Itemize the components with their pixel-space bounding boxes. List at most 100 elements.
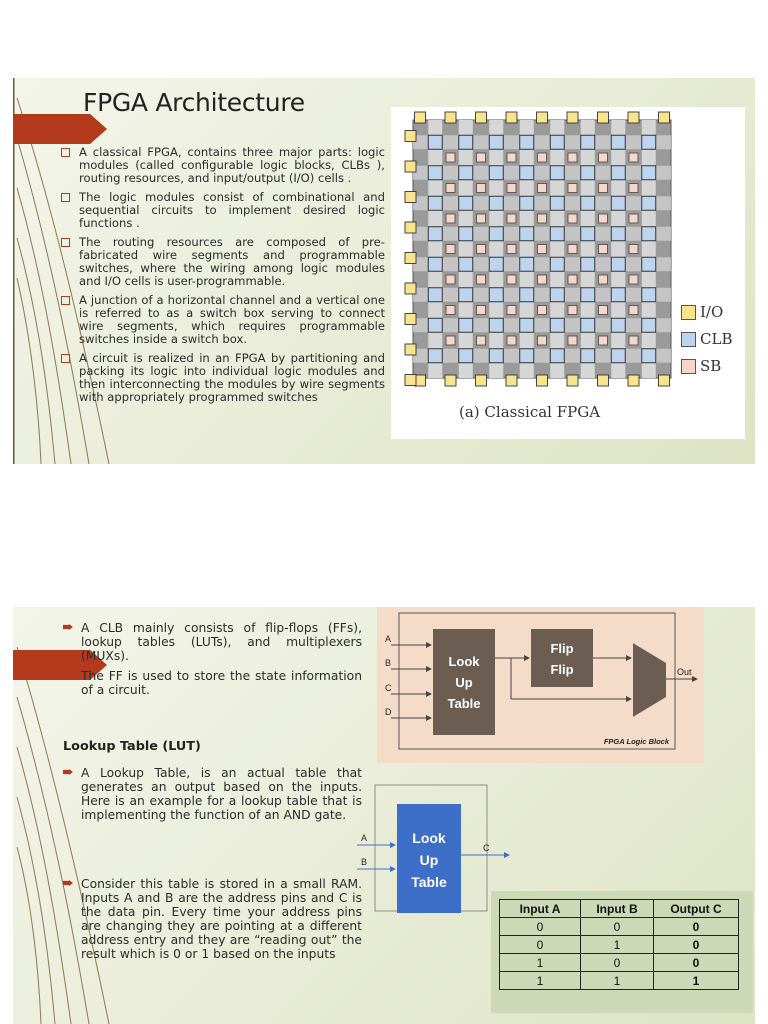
arrow-bullet-icon bbox=[63, 672, 73, 678]
table-cell: 0 bbox=[499, 917, 581, 936]
clb-block bbox=[580, 256, 596, 272]
clb-block bbox=[519, 256, 535, 272]
clb-block bbox=[610, 134, 626, 150]
legend-sb-label: SB bbox=[700, 357, 722, 375]
switch-box bbox=[506, 305, 517, 315]
input-label-a: A bbox=[385, 634, 391, 644]
switch-box bbox=[476, 183, 486, 193]
clb-block bbox=[641, 348, 657, 364]
switch-box bbox=[537, 305, 547, 315]
clb-block bbox=[549, 317, 565, 333]
switch-box bbox=[476, 152, 486, 163]
decorative-swirl-lines bbox=[16, 646, 110, 1024]
clb-block bbox=[610, 226, 626, 242]
switch-box bbox=[567, 335, 578, 346]
io-cell bbox=[404, 252, 417, 264]
list-item: The FF is used to store the state inform… bbox=[62, 669, 362, 697]
io-cell bbox=[658, 111, 670, 124]
clb-block bbox=[641, 134, 657, 150]
switch-box bbox=[598, 274, 608, 285]
square-bullet-icon bbox=[61, 296, 70, 305]
switch-box bbox=[628, 213, 639, 224]
clb-block bbox=[549, 134, 565, 150]
switch-box bbox=[445, 152, 456, 163]
list-item: A Lookup Table, is an actual table that … bbox=[62, 766, 362, 822]
lut-and-gate-diagram: A B Look Up Table C bbox=[357, 784, 510, 913]
table-row: 0 1 0 bbox=[499, 935, 739, 954]
clb-block bbox=[549, 226, 565, 242]
clb-swatch bbox=[681, 332, 696, 347]
clb-block bbox=[458, 256, 474, 272]
and-gate-truth-table: Input A Input B Output C 0 0 0 0 1 0 1 bbox=[499, 899, 739, 990]
horizontal-routing-channel bbox=[413, 226, 671, 241]
clb-block bbox=[610, 317, 626, 333]
horizontal-routing-channel bbox=[413, 348, 671, 363]
switch-box bbox=[445, 213, 456, 224]
switch-box bbox=[598, 335, 608, 346]
switch-box bbox=[567, 274, 578, 285]
legend-io-label: I/O bbox=[700, 303, 724, 321]
decorative-swirl-lines bbox=[13, 78, 110, 464]
slide-fpga-architecture: FPGA Architecture A classical FPGA, cont… bbox=[13, 78, 755, 464]
clb-block bbox=[519, 134, 535, 150]
table-row: 1 1 1 bbox=[499, 971, 739, 990]
clb-block bbox=[519, 287, 535, 303]
clb-block bbox=[610, 195, 626, 211]
io-cell bbox=[597, 111, 609, 124]
horizontal-routing-channel bbox=[413, 165, 671, 180]
switch-box bbox=[598, 152, 608, 163]
logic-block-inputs: A B C D bbox=[385, 634, 432, 721]
clb-block bbox=[549, 287, 565, 303]
clb-block bbox=[458, 348, 474, 364]
table-cell: 1 bbox=[580, 935, 654, 954]
horizontal-routing-channel bbox=[413, 196, 671, 211]
switch-box bbox=[506, 335, 517, 346]
vertical-routing-channel bbox=[550, 120, 565, 378]
input-label-c: C bbox=[385, 683, 392, 693]
io-cell bbox=[404, 374, 417, 386]
clb-block bbox=[610, 287, 626, 303]
switch-box bbox=[628, 305, 639, 315]
arrow-bullet-icon bbox=[63, 769, 73, 775]
io-cell bbox=[404, 191, 417, 203]
switch-box bbox=[628, 244, 639, 254]
table-header-row: Input A Input B Output C bbox=[499, 899, 739, 918]
square-bullet-icon bbox=[61, 148, 70, 157]
clb-block bbox=[519, 195, 535, 211]
lut-block bbox=[397, 804, 461, 913]
clb-block bbox=[427, 317, 443, 333]
horizontal-routing-channel bbox=[413, 257, 671, 272]
bullet-list: A CLB mainly consists of flip-flops (FFs… bbox=[62, 621, 362, 703]
clb-block bbox=[641, 226, 657, 242]
clb-block bbox=[427, 348, 443, 364]
io-cell bbox=[627, 374, 640, 387]
clb-block bbox=[641, 165, 657, 181]
clb-block bbox=[427, 256, 443, 272]
lut-label-line-3: Table bbox=[411, 874, 447, 890]
switch-box bbox=[445, 305, 456, 315]
io-cell bbox=[505, 374, 518, 387]
bullet-list: A classical FPGA, contains three major p… bbox=[60, 146, 385, 410]
lut-input-label-a: A bbox=[361, 833, 367, 843]
list-item: The routing resources are composed of pr… bbox=[60, 236, 385, 288]
clb-block bbox=[641, 195, 657, 211]
section-heading: Lookup Table (LUT) bbox=[63, 739, 201, 754]
list-item: A classical FPGA, contains three major p… bbox=[60, 146, 385, 185]
clb-block bbox=[580, 317, 596, 333]
legend-clb-label: CLB bbox=[700, 330, 733, 348]
switch-box bbox=[506, 244, 517, 254]
clb-block bbox=[488, 348, 504, 364]
switch-box bbox=[476, 305, 486, 315]
horizontal-routing-channel bbox=[413, 135, 671, 150]
slide-title: FPGA Architecture bbox=[83, 88, 305, 117]
switch-box bbox=[598, 213, 608, 224]
clb-block bbox=[488, 134, 504, 150]
table-row: 0 0 0 bbox=[499, 917, 739, 936]
clb-block bbox=[488, 287, 504, 303]
clb-block bbox=[610, 348, 626, 364]
switch-box bbox=[567, 183, 578, 193]
clb-block bbox=[580, 287, 596, 303]
ff-label-line-1: Flip bbox=[550, 641, 573, 656]
table-cell: 1 bbox=[499, 971, 581, 990]
table-cell: 1 bbox=[580, 971, 654, 990]
